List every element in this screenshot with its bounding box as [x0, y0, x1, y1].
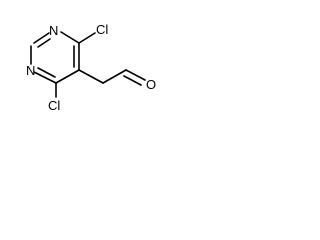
atom-label-o-aldehyde: O	[146, 77, 156, 92]
bond-n3-c4	[60, 31, 80, 44]
bond-c-o-double	[125, 69, 146, 81]
atom-label-cl-bottom: Cl	[48, 98, 60, 113]
bond-c-o-double-inner	[123, 75, 142, 86]
pyrimidine-ring	[30, 31, 80, 84]
chemical-structure-diagram: N N Cl Cl O	[26, 22, 156, 113]
atom-label-n-left: N	[26, 63, 35, 78]
bond-ch2-cho	[102, 69, 127, 84]
bond-c6-n1-inner	[37, 67, 56, 78]
atom-label-cl-top: Cl	[96, 22, 108, 37]
atom-label-n-top: N	[49, 23, 58, 38]
bond-c5-ch2	[78, 69, 104, 84]
bond-c4-cl	[78, 32, 96, 44]
bond-c5-c6	[55, 69, 80, 84]
bond-c6-n1	[33, 71, 57, 84]
bond-c2-n3	[33, 32, 50, 44]
bond-c2-n3-inner	[37, 38, 51, 48]
